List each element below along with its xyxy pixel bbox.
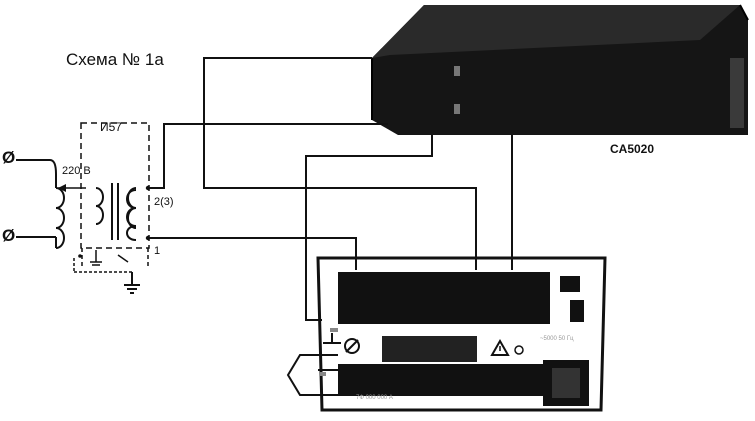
meter-device bbox=[316, 256, 607, 412]
transformer-box bbox=[55, 122, 151, 294]
tap-220-label: 220 В bbox=[62, 165, 91, 177]
input-terminal-bottom: Ø bbox=[2, 226, 16, 245]
device-label: CA5020 bbox=[610, 142, 655, 156]
ca5020-device bbox=[371, 4, 749, 135]
transformer-label: И57 bbox=[100, 120, 122, 134]
input-wires bbox=[16, 159, 86, 248]
input-terminal-top: Ø bbox=[2, 148, 16, 167]
meter-rating-label: ~5000 50 Гц bbox=[540, 336, 574, 342]
meter-serial-label: 7Ф 000 000 А bbox=[356, 395, 393, 401]
diagram-title: Схема № 1а bbox=[66, 50, 164, 69]
tap-2-3-label: 2(3) bbox=[154, 196, 174, 208]
connection-wires bbox=[148, 57, 513, 396]
tap-1-label: 1 bbox=[154, 245, 161, 257]
